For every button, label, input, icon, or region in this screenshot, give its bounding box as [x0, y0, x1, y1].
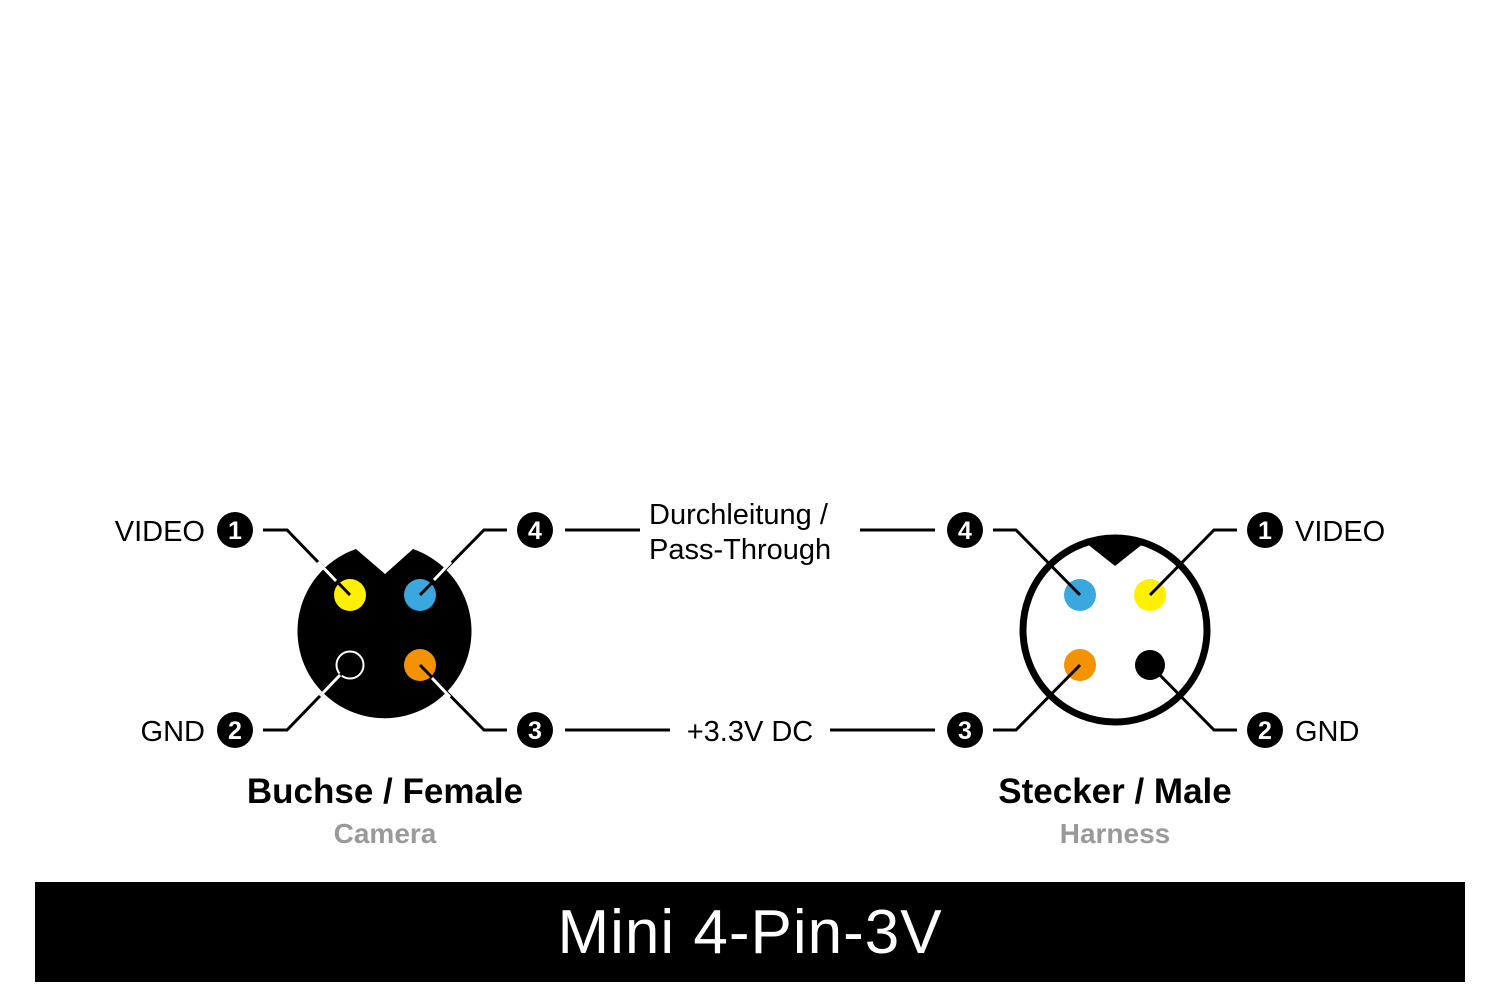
female-leader-highlights [316, 560, 453, 699]
female-badge-2-number: 2 [228, 717, 242, 745]
female-badge-3 [517, 712, 553, 748]
female-badge-3-number: 3 [528, 717, 542, 745]
female-leader-4-highlight [432, 560, 453, 582]
female-badge-1 [217, 512, 253, 548]
diagram-title: Mini 4-Pin-3V [557, 897, 943, 967]
female-badge-4-number: 4 [528, 517, 542, 545]
male-leader-2 [1148, 663, 1237, 732]
link-lines [565, 528, 935, 732]
pass-through-label-line1: Durchleitung / [649, 499, 829, 531]
female-connector-name: Buchse / Female [247, 772, 523, 811]
pass-through-label-line2: Pass-Through [649, 534, 831, 566]
male-leader-4 [993, 528, 1082, 597]
female-badges: 1 2 3 4 [217, 512, 553, 748]
male-badge-4-number: 4 [958, 517, 972, 545]
title-bar: Mini 4-Pin-3V [35, 882, 1465, 982]
male-connector-sub: Harness [1060, 818, 1171, 849]
female-leader-3-highlight [430, 676, 452, 699]
male-label-video: VIDEO [1295, 516, 1385, 548]
male-leader-3 [993, 663, 1082, 732]
male-badge-1-number: 1 [1258, 517, 1272, 545]
male-badge-3 [947, 712, 983, 748]
female-label-gnd: GND [141, 716, 205, 748]
female-leader-1-highlight [316, 560, 338, 583]
power-label: +3.3V DC [687, 716, 814, 748]
female-leader-2-highlight [318, 673, 342, 698]
female-badge-2 [217, 712, 253, 748]
male-label-gnd: GND [1295, 716, 1359, 748]
male-badge-2 [1247, 712, 1283, 748]
male-badge-4 [947, 512, 983, 548]
male-badge-2-number: 2 [1258, 717, 1272, 745]
male-connector-name: Stecker / Male [998, 772, 1231, 811]
female-label-video: VIDEO [115, 516, 205, 548]
female-badge-4 [517, 512, 553, 548]
male-badge-3-number: 3 [958, 717, 972, 745]
female-badge-1-number: 1 [228, 517, 242, 545]
male-badges: 4 3 1 2 [947, 512, 1283, 748]
female-connector-sub: Camera [334, 818, 437, 849]
male-connector-key [1086, 539, 1144, 566]
male-leaders [993, 528, 1237, 732]
male-leader-1 [1148, 528, 1237, 597]
male-badge-1 [1247, 512, 1283, 548]
